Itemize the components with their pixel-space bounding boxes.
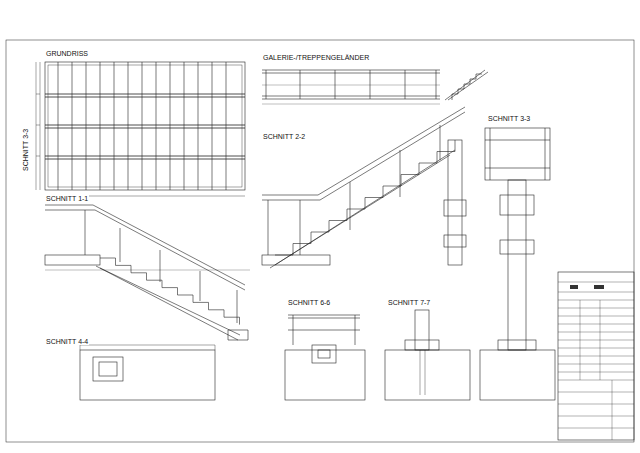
view-title: SCHNITT 3-3 [487, 115, 531, 122]
view-title: SCHNITT 1-1 [45, 195, 89, 202]
view-title: SCHNITT 4-4 [45, 338, 89, 345]
view-title: GALERIE-/TREPPENGELÄNDER [262, 54, 370, 61]
view-title: SCHNITT 6-6 [287, 299, 331, 306]
view-title: SCHNITT 3-3 [22, 128, 29, 172]
view-title: GRUNDRISS [45, 50, 89, 57]
view-title: SCHNITT 2-2 [262, 133, 306, 140]
view-title: SCHNITT 7-7 [387, 299, 431, 306]
